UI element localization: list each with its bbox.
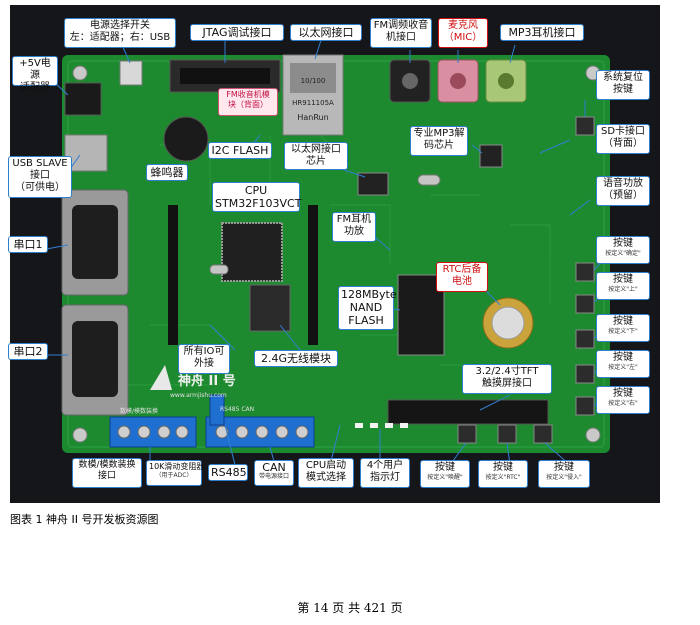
wireless-header <box>249 284 291 332</box>
mp3-decoder-chip <box>479 144 503 168</box>
ethernet-jack: 10/100 HR911105A HanRun <box>282 54 344 136</box>
board-silk-bottom: 数模/模数装换 <box>120 407 158 415</box>
label-can-text: CAN <box>262 461 286 474</box>
io-headers <box>168 205 318 345</box>
label-btn-rtc: 按键按定义"RTC" <box>478 460 528 488</box>
brand-logo-icon <box>150 365 172 390</box>
label-btn-rtc-sub: 按定义"RTC" <box>485 474 521 481</box>
label-btn-wakeup: 按键按定义"唤醒" <box>420 460 470 488</box>
label-pot-text: 10K滑动变阻器 <box>149 462 205 471</box>
user-leds <box>355 423 408 428</box>
label-btn-tamper-sub: 按定义"侵入" <box>546 474 582 481</box>
label-usb-slave: USB SLAVE 接口 （可供电） <box>8 156 72 198</box>
label-btn-rtc-text: 按键 <box>493 462 513 473</box>
cpu-chip <box>221 222 283 282</box>
board-silk-rs485-can: RS485 CAN <box>220 406 254 413</box>
label-btn-right-sub: 按定义"右" <box>608 400 638 407</box>
fm-audio-jack <box>389 59 431 103</box>
ic-marking: HR911105A <box>292 99 334 107</box>
label-jtag: JTAG调试接口 <box>190 24 284 41</box>
label-buzzer: 蜂鸣器 <box>146 164 188 181</box>
ethernet-chip-part <box>357 172 389 196</box>
label-power-switch: 电源选择开关 左：适配器；右：USB <box>64 18 176 48</box>
rtc-battery-part <box>482 297 534 349</box>
label-btn-wakeup-text: 按键 <box>435 462 455 473</box>
crystals <box>209 174 441 275</box>
label-btn-down: 按键按定义"下" <box>596 314 650 342</box>
label-pot: 10K滑动变阻器（用于ADC） <box>146 460 205 486</box>
label-i2c-flash: I2C FLASH <box>208 142 272 159</box>
page-footer: 第 14 页 共 421 页 <box>297 601 403 615</box>
label-rtc-battery: RTC后备 电池 <box>436 262 488 292</box>
label-serial1: 串口1 <box>8 236 48 253</box>
label-power-5v: +5V电源 适配器 <box>12 56 58 93</box>
jack-marking: 10/100 <box>301 77 326 85</box>
label-btn-down-sub: 按定义"下" <box>608 328 638 335</box>
label-mic: 麦克风 （MIC） <box>438 18 488 48</box>
potentiometer-part <box>209 394 225 426</box>
label-nand-flash: 128MByte NAND FLASH <box>338 286 397 330</box>
ic-marking-2: HanRun <box>297 113 328 122</box>
label-audio-amp: 语音功放 （预留） <box>596 176 650 206</box>
label-btn-right-text: 按键 <box>613 388 633 399</box>
label-mp3-jack: MP3耳机接口 <box>500 24 584 41</box>
usb-connector <box>64 134 108 172</box>
label-serial2: 串口2 <box>8 343 48 360</box>
label-btn-confirm-text: 按键 <box>613 238 633 249</box>
label-ethernet-chip: 以太网接口 芯片 <box>284 142 348 170</box>
label-btn-confirm-sub: 按定义"确定" <box>605 250 641 257</box>
dc-power-jack <box>64 82 102 116</box>
label-fm-jack: FM调频收音 机接口 <box>370 18 432 48</box>
figure-caption: 图表 1 神舟 II 号开发板资源图 <box>10 513 159 526</box>
mp3-audio-jack <box>485 59 527 103</box>
label-pot-sub: （用于ADC） <box>155 472 193 479</box>
board-brand: 神舟 II 号 <box>178 373 236 389</box>
buzzer-part <box>163 116 209 162</box>
bottom-buttons <box>457 424 553 444</box>
label-btn-tamper-text: 按键 <box>554 462 574 473</box>
side-buttons <box>575 116 595 416</box>
board-photo: 10/100 HR911105A HanRun <box>10 5 660 503</box>
label-fm-module: FM收音机模 块（背面） <box>218 88 278 116</box>
label-cpu: CPU STM32F103VCT <box>212 182 301 212</box>
label-btn-up: 按键按定义"上" <box>596 272 650 300</box>
label-btn-up-text: 按键 <box>613 274 633 285</box>
label-mp3-decoder: 专业MP3解 码芯片 <box>410 126 468 156</box>
label-btn-left-text: 按键 <box>613 352 633 363</box>
serial-port-1 <box>61 189 129 296</box>
label-btn-left: 按键按定义"左" <box>596 350 650 378</box>
label-btn-left-sub: 按定义"左" <box>608 364 638 371</box>
label-adda: 数模/模数装换 接口 <box>72 458 142 488</box>
label-rs485: RS485 <box>208 464 248 481</box>
label-reset: 系统复位 按键 <box>596 70 650 100</box>
label-sd-card: SD卡接口 （背面） <box>596 124 650 154</box>
tft-connector <box>387 399 549 425</box>
label-ethernet: 以太网接口 <box>290 24 362 41</box>
label-leds: 4个用户 指示灯 <box>360 458 410 488</box>
label-btn-tamper: 按键按定义"侵入" <box>538 460 590 488</box>
label-wireless: 2.4G无线模块 <box>254 350 338 367</box>
label-btn-confirm: 按键按定义"确定" <box>596 236 650 264</box>
serial-port-2 <box>61 304 129 416</box>
label-tft: 3.2/2.4寸TFT 触摸屏接口 <box>462 364 552 394</box>
label-io-ext: 所有IO可 外接 <box>178 344 230 374</box>
label-boot: CPU启动 模式选择 <box>298 458 354 488</box>
label-fm-amp: FM耳机 功放 <box>332 212 376 242</box>
power-switch <box>119 60 143 86</box>
board-website: www.armjishu.com <box>170 392 227 399</box>
label-can-sub: 带电源接口 <box>258 473 289 480</box>
label-btn-down-text: 按键 <box>613 316 633 327</box>
label-btn-right: 按键按定义"右" <box>596 386 650 414</box>
label-btn-wakeup-sub: 按定义"唤醒" <box>427 474 463 481</box>
label-btn-up-sub: 按定义"上" <box>608 286 638 293</box>
mic-audio-jack <box>437 59 479 103</box>
